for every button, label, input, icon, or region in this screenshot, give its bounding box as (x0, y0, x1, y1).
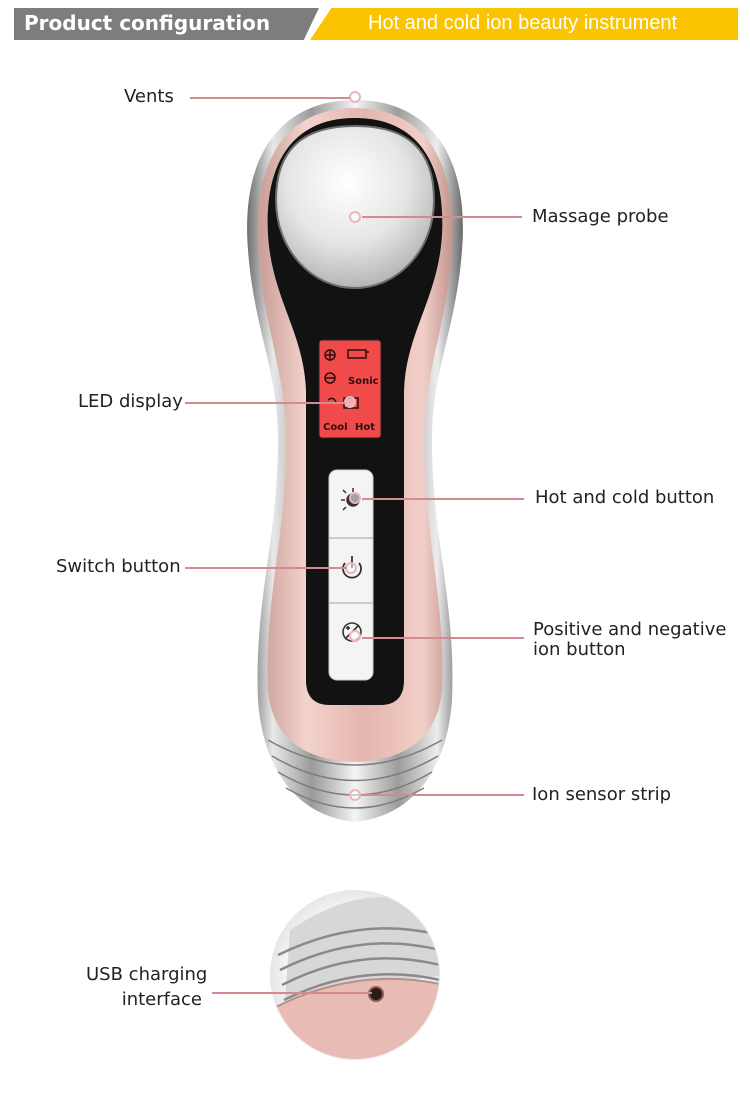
vents-label: Vents (124, 86, 174, 107)
massage-probe-marker (349, 211, 361, 223)
usb-port (368, 986, 384, 1002)
massage-probe (274, 124, 436, 290)
massage-probe-label: Massage probe (532, 206, 669, 227)
usb-label-line2: interface (121, 989, 202, 1010)
hot-cold-button-marker (349, 492, 361, 504)
switch-button-label: Switch button (56, 556, 181, 577)
led-sonic-text: Sonic (348, 376, 379, 387)
hot-cold-button-label: Hot and cold button (535, 487, 715, 508)
ion-sensor-strip-marker (349, 789, 361, 801)
ion-button-label-line1: Positive and negative (533, 619, 727, 640)
ion-sensor-strip-leader (362, 794, 524, 796)
banner-section-gray: Product configuration (14, 8, 319, 40)
led-hot-text: Hot (355, 422, 375, 433)
led-cool-text: Cool (323, 422, 348, 433)
ion-button-label-line2: ion button (533, 639, 626, 660)
led-display-marker (344, 396, 356, 408)
button-column (328, 469, 374, 681)
header-banner: Product configuration Hot and cold ion b… (0, 0, 750, 48)
banner-section-yellow: Hot and cold ion beauty instrument (310, 8, 738, 40)
switch-button-leader (185, 567, 347, 569)
led-display-leader (185, 402, 345, 404)
banner-title-instrument: Hot and cold ion beauty instrument (368, 12, 678, 34)
banner-title-product-configuration: Product configuration (24, 11, 271, 35)
massage-probe-leader (362, 216, 522, 218)
ion-button-marker (349, 630, 361, 642)
vents-marker (349, 91, 361, 103)
led-display-label: LED display (78, 391, 183, 412)
hot-cold-button-leader (362, 498, 524, 500)
vents-leader (190, 97, 350, 99)
ion-button-leader (362, 637, 524, 639)
ion-sensor-strip-label: Ion sensor strip (532, 784, 672, 805)
usb-detail-view (270, 890, 440, 1060)
usb-leader (212, 992, 372, 994)
led-display-screen (318, 339, 382, 439)
usb-label-line1: USB charging (86, 964, 208, 985)
